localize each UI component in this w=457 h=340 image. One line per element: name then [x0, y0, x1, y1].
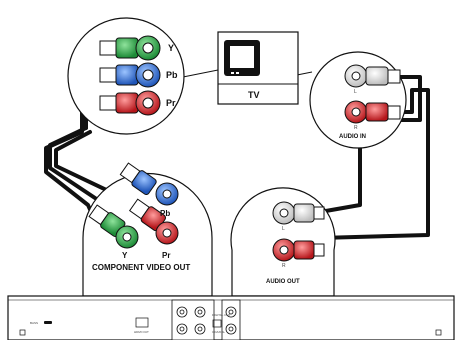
label-pb-out: Pb — [160, 209, 170, 218]
audio-in-callout: L R AUDIO IN — [309, 51, 407, 149]
label-y-in: Y — [168, 43, 174, 53]
label-l-in: L — [354, 89, 357, 95]
tv-label: TV — [248, 90, 260, 100]
plug-pr-in — [99, 90, 161, 116]
plug-pb-out — [119, 162, 157, 196]
panel-left-label: BASS — [30, 321, 38, 325]
label-pr-out: Pr — [162, 251, 170, 260]
player-rear-panel: BASS HDMI OUT DIGITAL OUT COAXIAL — [7, 295, 455, 340]
plug-y-in — [99, 35, 161, 61]
label-l-out: L — [282, 226, 285, 232]
label-pb-in: Pb — [166, 70, 178, 80]
label-r-out: R — [282, 263, 286, 269]
label-y-out: Y — [122, 251, 128, 260]
audio-in-title: AUDIO IN — [339, 134, 366, 140]
label-pr-in: Pr — [166, 98, 176, 108]
tv-icon: TV — [217, 31, 299, 105]
audio-output-callout: L R AUDIO OUT — [230, 187, 336, 297]
audio-out-title: AUDIO OUT — [266, 279, 300, 285]
label-r-in: R — [354, 125, 358, 131]
plug-pb-in — [99, 62, 161, 88]
component-input-callout: Y Pb Pr — [67, 17, 185, 135]
plug-r-in — [344, 100, 401, 124]
coaxial-label: COAXIAL — [212, 330, 225, 334]
audio-cable-r — [318, 88, 430, 240]
hdmi-label: HDMI OUT — [134, 330, 149, 334]
digital-label: DIGITAL OUT — [212, 313, 231, 317]
component-cable-pr-down — [54, 130, 140, 207]
component-output-callout: Pb Y Pr COMPONENT VIDEO OUT — [82, 162, 213, 297]
pointer-line — [177, 69, 219, 79]
plug-l-in — [344, 64, 401, 88]
component-out-title: COMPONENT VIDEO OUT — [92, 263, 190, 272]
